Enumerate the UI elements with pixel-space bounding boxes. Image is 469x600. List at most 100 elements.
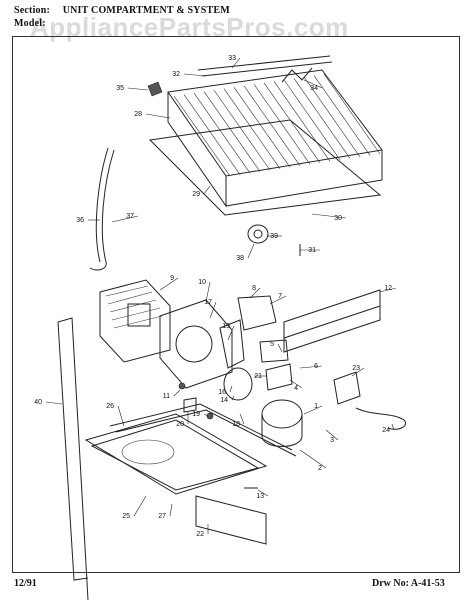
- callout-35: 35: [116, 85, 124, 92]
- callout-28: 28: [134, 111, 142, 118]
- callout-15: 15: [222, 323, 230, 330]
- callout-31: 31: [308, 247, 316, 254]
- callout-36: 36: [76, 217, 84, 224]
- base-pan-25: [84, 413, 268, 495]
- callout-13: 13: [256, 493, 264, 500]
- part-10: [159, 299, 233, 389]
- callout-leader-8: [249, 287, 261, 299]
- callout-leader-27: [169, 503, 173, 517]
- part-4: [265, 363, 293, 391]
- callout-leader-6: [299, 365, 323, 369]
- rail-26: [109, 403, 297, 457]
- callout-leader-5: [277, 343, 283, 353]
- callout-8: 8: [252, 285, 256, 292]
- callout-leader-29: [203, 185, 211, 195]
- callout-39: 39: [270, 233, 278, 240]
- side-panel-40: [57, 317, 89, 600]
- watermark: AppliancePartsPros.com: [30, 12, 349, 42]
- callout-leader-17: [209, 301, 217, 319]
- callout-27: 27: [158, 513, 166, 520]
- callout-leader-10: [205, 281, 211, 303]
- callout-24: 24: [382, 427, 390, 434]
- callout-leader-33: [231, 57, 241, 69]
- callout-37: 37: [126, 213, 134, 220]
- part-19: [206, 412, 214, 420]
- bracket-7: [237, 295, 277, 331]
- callout-leader-13: [257, 489, 269, 497]
- callout-11: 11: [163, 393, 170, 400]
- tube-36: [95, 147, 109, 263]
- callout-7: 7: [278, 293, 282, 300]
- part-39: [247, 224, 269, 244]
- callout-19: 19: [192, 411, 200, 418]
- part-20: [183, 397, 197, 413]
- callout-leader-9: [159, 277, 179, 291]
- section-title: UNIT COMPARTMENT & SYSTEM: [62, 5, 230, 16]
- callout-leader-19: [203, 413, 209, 417]
- callout-22: 22: [196, 531, 204, 538]
- callout-29: 29: [192, 191, 200, 198]
- callout-leader-32: [183, 73, 207, 77]
- callout-leader-18: [239, 413, 245, 425]
- callout-18: 18: [232, 421, 240, 428]
- part-5: [259, 339, 289, 363]
- section-label: Section:: [14, 5, 51, 16]
- callout-leader-16: [229, 385, 233, 393]
- section-header: Section: UNIT COMPARTMENT & SYSTEM: [14, 5, 230, 16]
- callout-leader-24: [391, 423, 395, 431]
- callout-26: 26: [106, 403, 114, 410]
- callout-leader-35: [127, 87, 149, 91]
- callout-leader-25: [133, 495, 147, 517]
- callout-1: 1: [314, 403, 318, 410]
- compressor: [261, 399, 303, 447]
- callout-23: 23: [352, 365, 360, 372]
- callout-leader-37: [111, 215, 139, 223]
- callout-20: 20: [176, 421, 184, 428]
- callout-leader-11: [173, 389, 181, 397]
- callout-38: 38: [236, 255, 244, 262]
- callout-leader-4: [289, 379, 303, 389]
- callout-33: 33: [228, 55, 236, 62]
- callout-9: 9: [170, 275, 174, 282]
- callout-leader-3: [325, 429, 339, 441]
- callout-6: 6: [314, 363, 318, 370]
- callout-leader-30: [311, 213, 347, 219]
- callout-leader-28: [145, 113, 171, 119]
- callout-21: 21: [254, 373, 262, 380]
- panel-22: [195, 495, 267, 545]
- model-header: Model:: [14, 18, 60, 29]
- absorber-coil: [99, 279, 171, 363]
- callout-34: 34: [310, 85, 318, 92]
- part-16: [223, 367, 253, 401]
- part-34: [281, 67, 313, 83]
- relay-23: [333, 371, 361, 405]
- callout-leader-1: [303, 405, 323, 415]
- callout-10: 10: [198, 279, 206, 286]
- callout-25: 25: [122, 513, 130, 520]
- callout-leader-26: [117, 405, 125, 427]
- callout-16: 16: [218, 389, 226, 396]
- drawing-number: Drw No: A-41-53: [372, 578, 445, 589]
- callout-5: 5: [270, 341, 274, 348]
- callout-14: 14: [220, 397, 228, 404]
- part-11: [178, 382, 186, 390]
- callout-leader-23: [351, 367, 365, 377]
- callout-leader-12: [379, 287, 397, 293]
- tubing-33: [197, 55, 333, 77]
- callout-leader-14: [231, 395, 235, 401]
- condenser-coil: [148, 69, 383, 216]
- callout-12: 12: [384, 285, 392, 292]
- callout-leader-15: [227, 325, 235, 341]
- callout-leader-40: [45, 401, 63, 405]
- callout-leader-7: [269, 295, 287, 305]
- cover-12: [283, 289, 381, 353]
- callout-32: 32: [172, 71, 180, 78]
- callout-leader-34: [303, 79, 323, 89]
- callout-17: 17: [204, 299, 212, 306]
- footer-date: 12/91: [14, 578, 37, 589]
- part-15: [219, 319, 245, 369]
- model-label: Model:: [14, 18, 46, 29]
- power-cord-24: [355, 407, 406, 430]
